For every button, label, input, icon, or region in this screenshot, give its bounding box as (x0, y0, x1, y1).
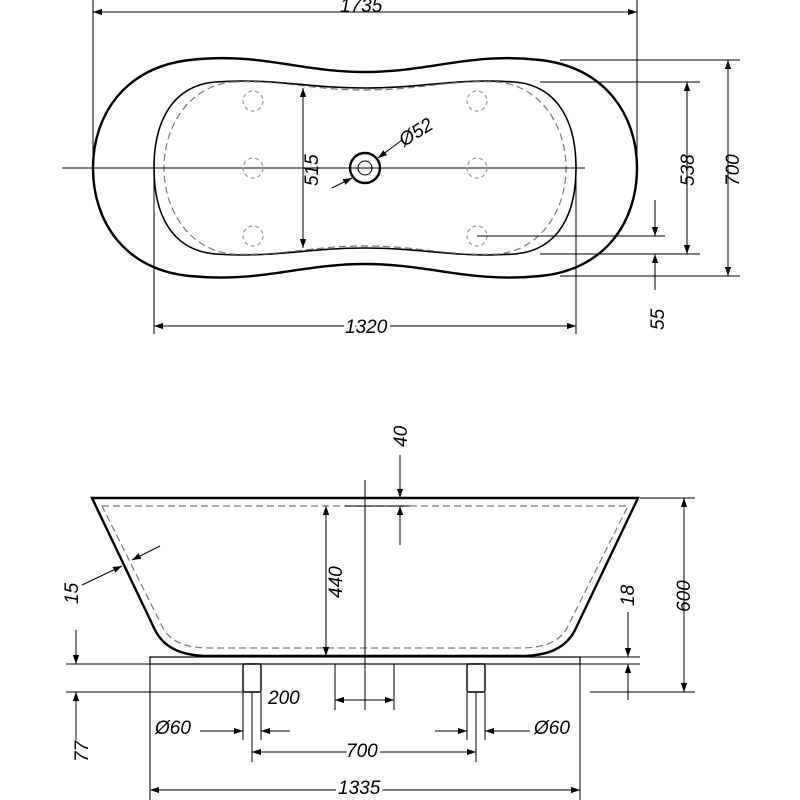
wall-thickness-leader (81, 565, 123, 586)
tub-inner-rim (153, 80, 577, 256)
top-view: Ø52 1735 1320 515 538 700 55 (62, 0, 744, 341)
wall-thickness-leader (131, 545, 161, 561)
tub-basin-dashed (163, 81, 567, 255)
drain-diameter-label: Ø52 (395, 114, 438, 152)
rim-thickness-label: 40 (391, 425, 412, 447)
inner-length-label: 1320 (345, 317, 388, 338)
overall-width-label: 700 (723, 154, 744, 186)
tub-outer-rim (91, 56, 639, 279)
wall-thickness-label: 15 (62, 582, 83, 604)
inner-width-label: 515 (302, 154, 323, 186)
left-foot-diameter-label: Ø60 (154, 718, 191, 739)
overall-length-label: 1735 (340, 0, 383, 17)
overall-height-label: 600 (674, 580, 695, 612)
foot-offset-label: 55 (648, 308, 669, 330)
drain-outer (348, 151, 382, 185)
tub-side-inner-dashed (101, 505, 629, 649)
foot-hole (466, 90, 488, 112)
right-foot-diameter-label: Ø60 (533, 718, 570, 739)
foot-height-label: 77 (72, 739, 93, 762)
tub-side-outer (90, 496, 640, 658)
interior-depth-label: 440 (326, 566, 347, 598)
foot-hole (466, 157, 488, 179)
center-spacing-label: 200 (267, 688, 300, 709)
rim-width-label: 538 (678, 154, 699, 186)
left-foot (242, 663, 262, 693)
foot-spacing-label: 700 (346, 741, 378, 762)
right-foot (466, 663, 486, 693)
drain-diameter-leader (331, 177, 353, 189)
base-length-label: 1335 (338, 778, 381, 799)
side-view: 40 440 15 600 18 77 (62, 425, 695, 800)
drain-diameter-leader (377, 139, 403, 159)
foot-hole (242, 157, 264, 179)
base-gap-label: 18 (618, 584, 639, 606)
drain-inner (357, 160, 373, 176)
foot-hole (242, 225, 264, 247)
foot-hole (242, 90, 264, 112)
